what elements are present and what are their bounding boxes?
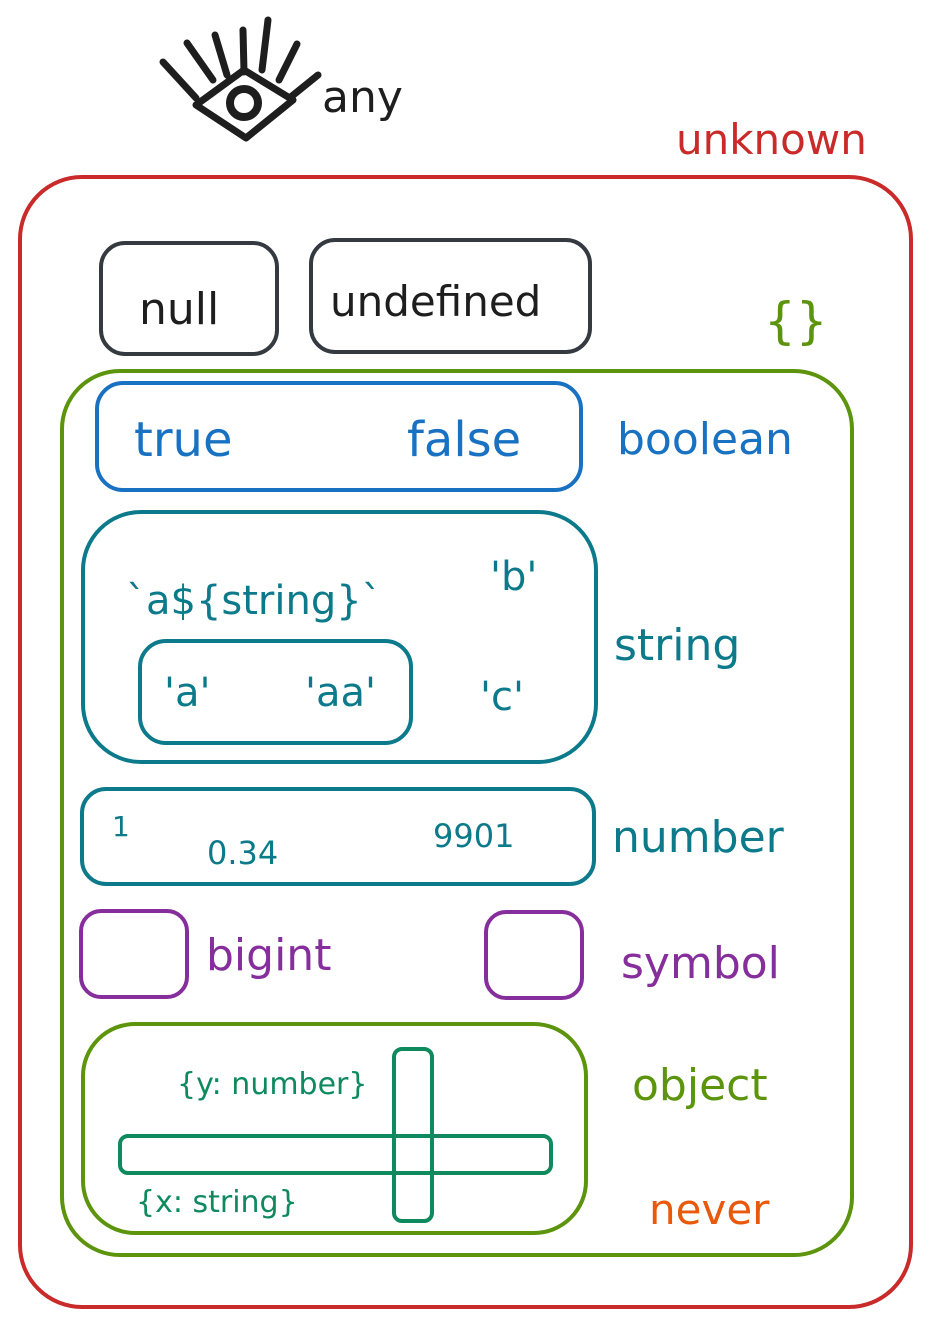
boolean-type-label: boolean [617, 414, 793, 465]
symbol-box [484, 910, 584, 1000]
number-value-3-label: 9901 [433, 817, 514, 855]
undefined-label: undefined [330, 277, 541, 326]
symbol-type-label: symbol [621, 938, 780, 989]
number-value-2-label: 0.34 [207, 834, 278, 872]
empty-object-label: {} [764, 292, 828, 350]
y-number-object-label: {y: number} [177, 1067, 367, 1102]
unknown-box [18, 175, 913, 1309]
x-string-object-label: {x: string} [136, 1185, 298, 1220]
any-label: any [322, 72, 403, 123]
object-type-label: object [632, 1060, 768, 1111]
number-value-1-label: 1 [112, 810, 130, 843]
undefined-box [309, 238, 592, 354]
object-box [81, 1022, 588, 1235]
template-subset-box [138, 639, 413, 745]
empty-object-box [60, 369, 854, 1257]
null-label: null [139, 284, 219, 335]
b-literal-label: 'b' [490, 554, 537, 600]
y-number-object-bar [392, 1047, 434, 1223]
null-box [99, 241, 279, 356]
bigint-type-label: bigint [206, 930, 331, 981]
true-label: true [134, 412, 233, 468]
number-type-label: number [612, 812, 785, 863]
aa-literal-label: 'aa' [305, 670, 376, 716]
template-literal-label: `a${string}` [126, 578, 382, 624]
false-label: false [407, 412, 521, 468]
c-literal-label: 'c' [480, 674, 524, 720]
eye-of-providence-icon [159, 16, 322, 142]
x-string-object-bar [118, 1134, 553, 1175]
string-type-label: string [614, 620, 740, 671]
never-type-label: never [649, 1185, 770, 1234]
boolean-box [95, 381, 583, 492]
unknown-label: unknown [676, 115, 867, 164]
a-literal-label: 'a' [164, 670, 211, 716]
bigint-box [79, 909, 189, 999]
string-box [81, 510, 598, 764]
number-box [80, 787, 596, 886]
